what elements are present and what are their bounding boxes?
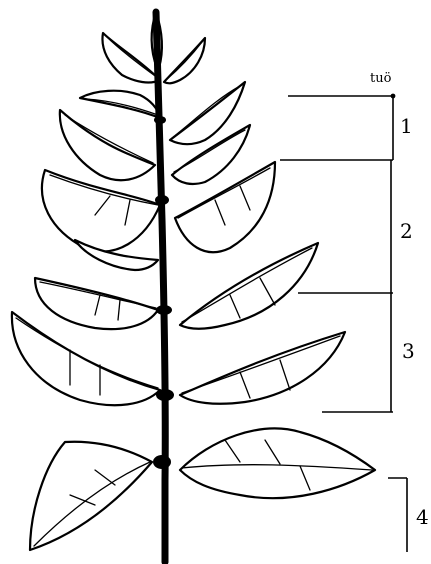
leaf-t4-right [180, 428, 375, 498]
section-label-1: 1 [400, 114, 413, 138]
section-label-4: 4 [416, 505, 429, 529]
node-4 [156, 389, 174, 401]
section-label-3: 3 [402, 339, 415, 363]
node-2 [155, 195, 169, 205]
leaf-t3-left [35, 278, 158, 329]
top-label: tuö [370, 71, 392, 86]
node-5 [153, 455, 171, 469]
section-label-2: 2 [400, 219, 413, 243]
leaf-t4-left [30, 442, 152, 550]
node-3 [156, 305, 172, 315]
leaf-t2-left [42, 170, 160, 251]
node-1 [154, 116, 166, 124]
